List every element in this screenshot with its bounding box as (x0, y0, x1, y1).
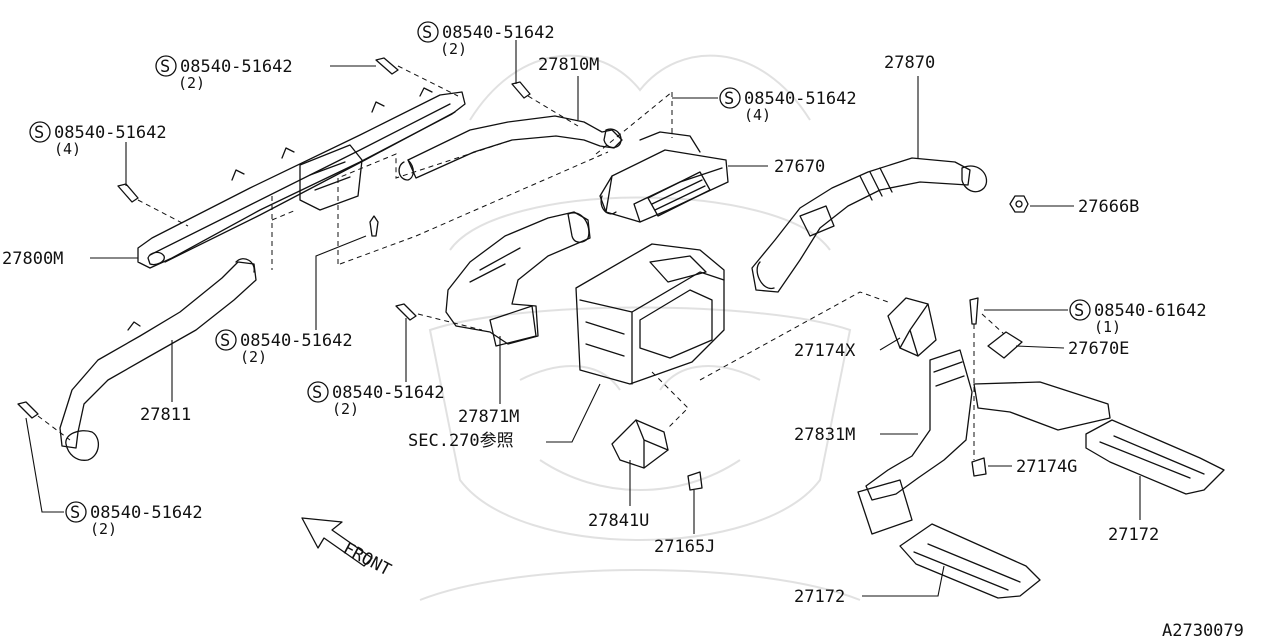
screw-quantity: (1) (1094, 318, 1121, 336)
duct-27172-right-drawing (973, 381, 1225, 495)
svg-text:27810M: 27810M (538, 55, 599, 75)
svg-text:27670: 27670 (774, 157, 825, 177)
label-27174g: 27174G (988, 457, 1077, 477)
clip-27670e-drawing (987, 331, 1023, 359)
screw-symbol: S (34, 123, 44, 143)
screw-quantity: (4) (54, 140, 81, 158)
screw-symbol: S (724, 89, 734, 109)
nut-27666b-drawing (1009, 195, 1029, 213)
screw-quantity: (4) (744, 106, 771, 124)
screw-quantity: (2) (90, 520, 117, 538)
screw-callout-6: S 08540-51642 (2) (307, 318, 445, 418)
screw-quantity: (2) (178, 74, 205, 92)
watermark-emblem (419, 54, 861, 601)
screw-part-number: 08540-51642 (744, 89, 857, 109)
label-27800m: 27800M (2, 249, 138, 269)
label-27870: 27870 (884, 53, 935, 158)
screw-part-number: 08540-51642 (180, 57, 293, 77)
screw-symbol: S (312, 383, 322, 403)
svg-text:27172: 27172 (1108, 525, 1159, 545)
diagram-id: A2730079 (1162, 621, 1244, 639)
svg-text:27165J: 27165J (654, 537, 715, 557)
svg-text:27811: 27811 (140, 405, 191, 425)
screw-part-number: 08540-51642 (240, 331, 353, 351)
screw-symbol: S (422, 23, 432, 43)
front-label: FRONT (340, 539, 395, 581)
screw-quantity: (2) (332, 400, 359, 418)
duct-27831m-drawing (857, 349, 973, 535)
screw-callout-3: S 08540-51642 (4) (29, 121, 167, 186)
screw-drawings (17, 57, 987, 491)
svg-text:27871M: 27871M (458, 407, 519, 427)
screw-quantity: (2) (240, 348, 267, 366)
label-27670e: 27670E (1015, 339, 1129, 359)
duct-27172-bottom-drawing (899, 523, 1041, 599)
screw-callout-2: S 08540-51642 (2) (417, 21, 555, 84)
svg-text:27831M: 27831M (794, 425, 855, 445)
screw-symbol: S (1074, 301, 1084, 321)
screw-part-number: 08540-51642 (332, 383, 445, 403)
svg-text:27870: 27870 (884, 53, 935, 73)
svg-text:27174G: 27174G (1016, 457, 1077, 477)
front-arrow (301, 517, 373, 567)
label-27670: 27670 (728, 157, 825, 177)
screw-quantity: (2) (440, 40, 467, 58)
label-27871m: 27871M (458, 336, 519, 427)
screw-part-number: 08540-51642 (54, 123, 167, 143)
dashed-assembly-lines (37, 65, 1005, 460)
svg-text:27174X: 27174X (794, 341, 856, 361)
label-27811: 27811 (140, 340, 191, 425)
bracket-27174x-drawing (887, 297, 937, 357)
duct-27800m-drawing (137, 87, 466, 269)
label-27810m: 27810M (538, 55, 599, 120)
svg-text:27800M: 27800M (2, 249, 63, 269)
svg-text:SEC.270参照: SEC.270参照 (408, 431, 514, 451)
screw-symbol: S (70, 503, 80, 523)
svg-text:27666B: 27666B (1078, 197, 1139, 217)
screw-callout-7: S 08540-51642 (2) (25, 417, 203, 538)
screw-callout-4: S 08540-51642 (4) (672, 87, 857, 124)
bracket-27841u-drawing (611, 419, 669, 469)
svg-text:27172: 27172 (794, 587, 845, 607)
duct-27811-drawing (59, 258, 257, 461)
screw-symbol: S (160, 57, 170, 77)
label-27172-right: 27172 (1108, 476, 1159, 545)
label-27174x: 27174X (794, 337, 901, 361)
label-27172-bottom: 27172 (794, 565, 945, 607)
label-sec270: SEC.270参照 (408, 383, 601, 451)
duct-27870-drawing (751, 157, 988, 293)
screw-callout-5: S 08540-51642 (2) (215, 235, 367, 366)
screw-callout-1: S 08540-51642 (2) (155, 55, 376, 92)
vent-27670-drawing (599, 131, 729, 223)
label-27831m: 27831M (794, 425, 918, 445)
screw-callout-8: S 08540-61642 (1) (984, 299, 1207, 336)
label-27666b: 27666B (1030, 197, 1139, 217)
svg-text:27841U: 27841U (588, 511, 649, 531)
duct-27871m-drawing (445, 211, 591, 347)
label-27165j: 27165J (654, 490, 715, 557)
svg-text:27670E: 27670E (1068, 339, 1129, 359)
duct-27810m-drawing (398, 115, 623, 181)
label-27841u: 27841U (588, 460, 649, 531)
screw-part-number: 08540-61642 (1094, 301, 1207, 321)
screw-part-number: 08540-51642 (442, 23, 555, 43)
screw-part-number: 08540-51642 (90, 503, 203, 523)
screw-symbol: S (220, 331, 230, 351)
heater-unit-drawing (575, 243, 725, 385)
